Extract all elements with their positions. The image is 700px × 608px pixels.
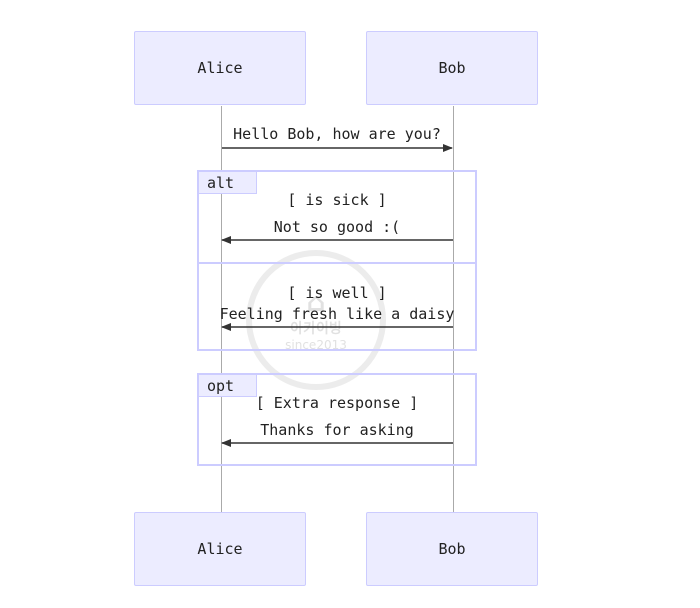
actor-label: Alice bbox=[197, 59, 243, 77]
alt-fragment: alt bbox=[197, 170, 477, 351]
message-label-thanks: Thanks for asking bbox=[260, 421, 414, 439]
actor-bob-top: Bob bbox=[366, 31, 538, 105]
alt-section-divider bbox=[197, 262, 477, 264]
opt-condition: [ Extra response ] bbox=[255, 394, 419, 412]
alt-fragment-label: alt bbox=[199, 172, 257, 194]
opt-fragment: opt bbox=[197, 373, 477, 466]
alt-condition-well: [ is well ] bbox=[287, 284, 387, 302]
watermark-year: since2013 bbox=[285, 338, 347, 352]
opt-fragment-label: opt bbox=[199, 375, 257, 397]
lifeline-bob bbox=[453, 106, 454, 513]
lifeline-alice bbox=[221, 106, 222, 513]
actor-label: Bob bbox=[438, 540, 466, 558]
actor-bob-bottom: Bob bbox=[366, 512, 538, 586]
actor-alice-bottom: Alice bbox=[134, 512, 306, 586]
alt-condition-sick: [ is sick ] bbox=[287, 191, 387, 209]
message-label-not-good: Not so good :( bbox=[273, 218, 401, 236]
message-label-feeling-fresh: Feeling fresh like a daisy bbox=[219, 305, 455, 323]
actor-label: Bob bbox=[438, 59, 466, 77]
message-label-hello: Hello Bob, how are you? bbox=[233, 125, 441, 143]
watermark-text: 아카이빙 bbox=[290, 321, 342, 337]
actor-label: Alice bbox=[197, 540, 243, 558]
watermark-seal: ⌂ 아카이빙 since2013 bbox=[246, 250, 386, 390]
actor-alice-top: Alice bbox=[134, 31, 306, 105]
